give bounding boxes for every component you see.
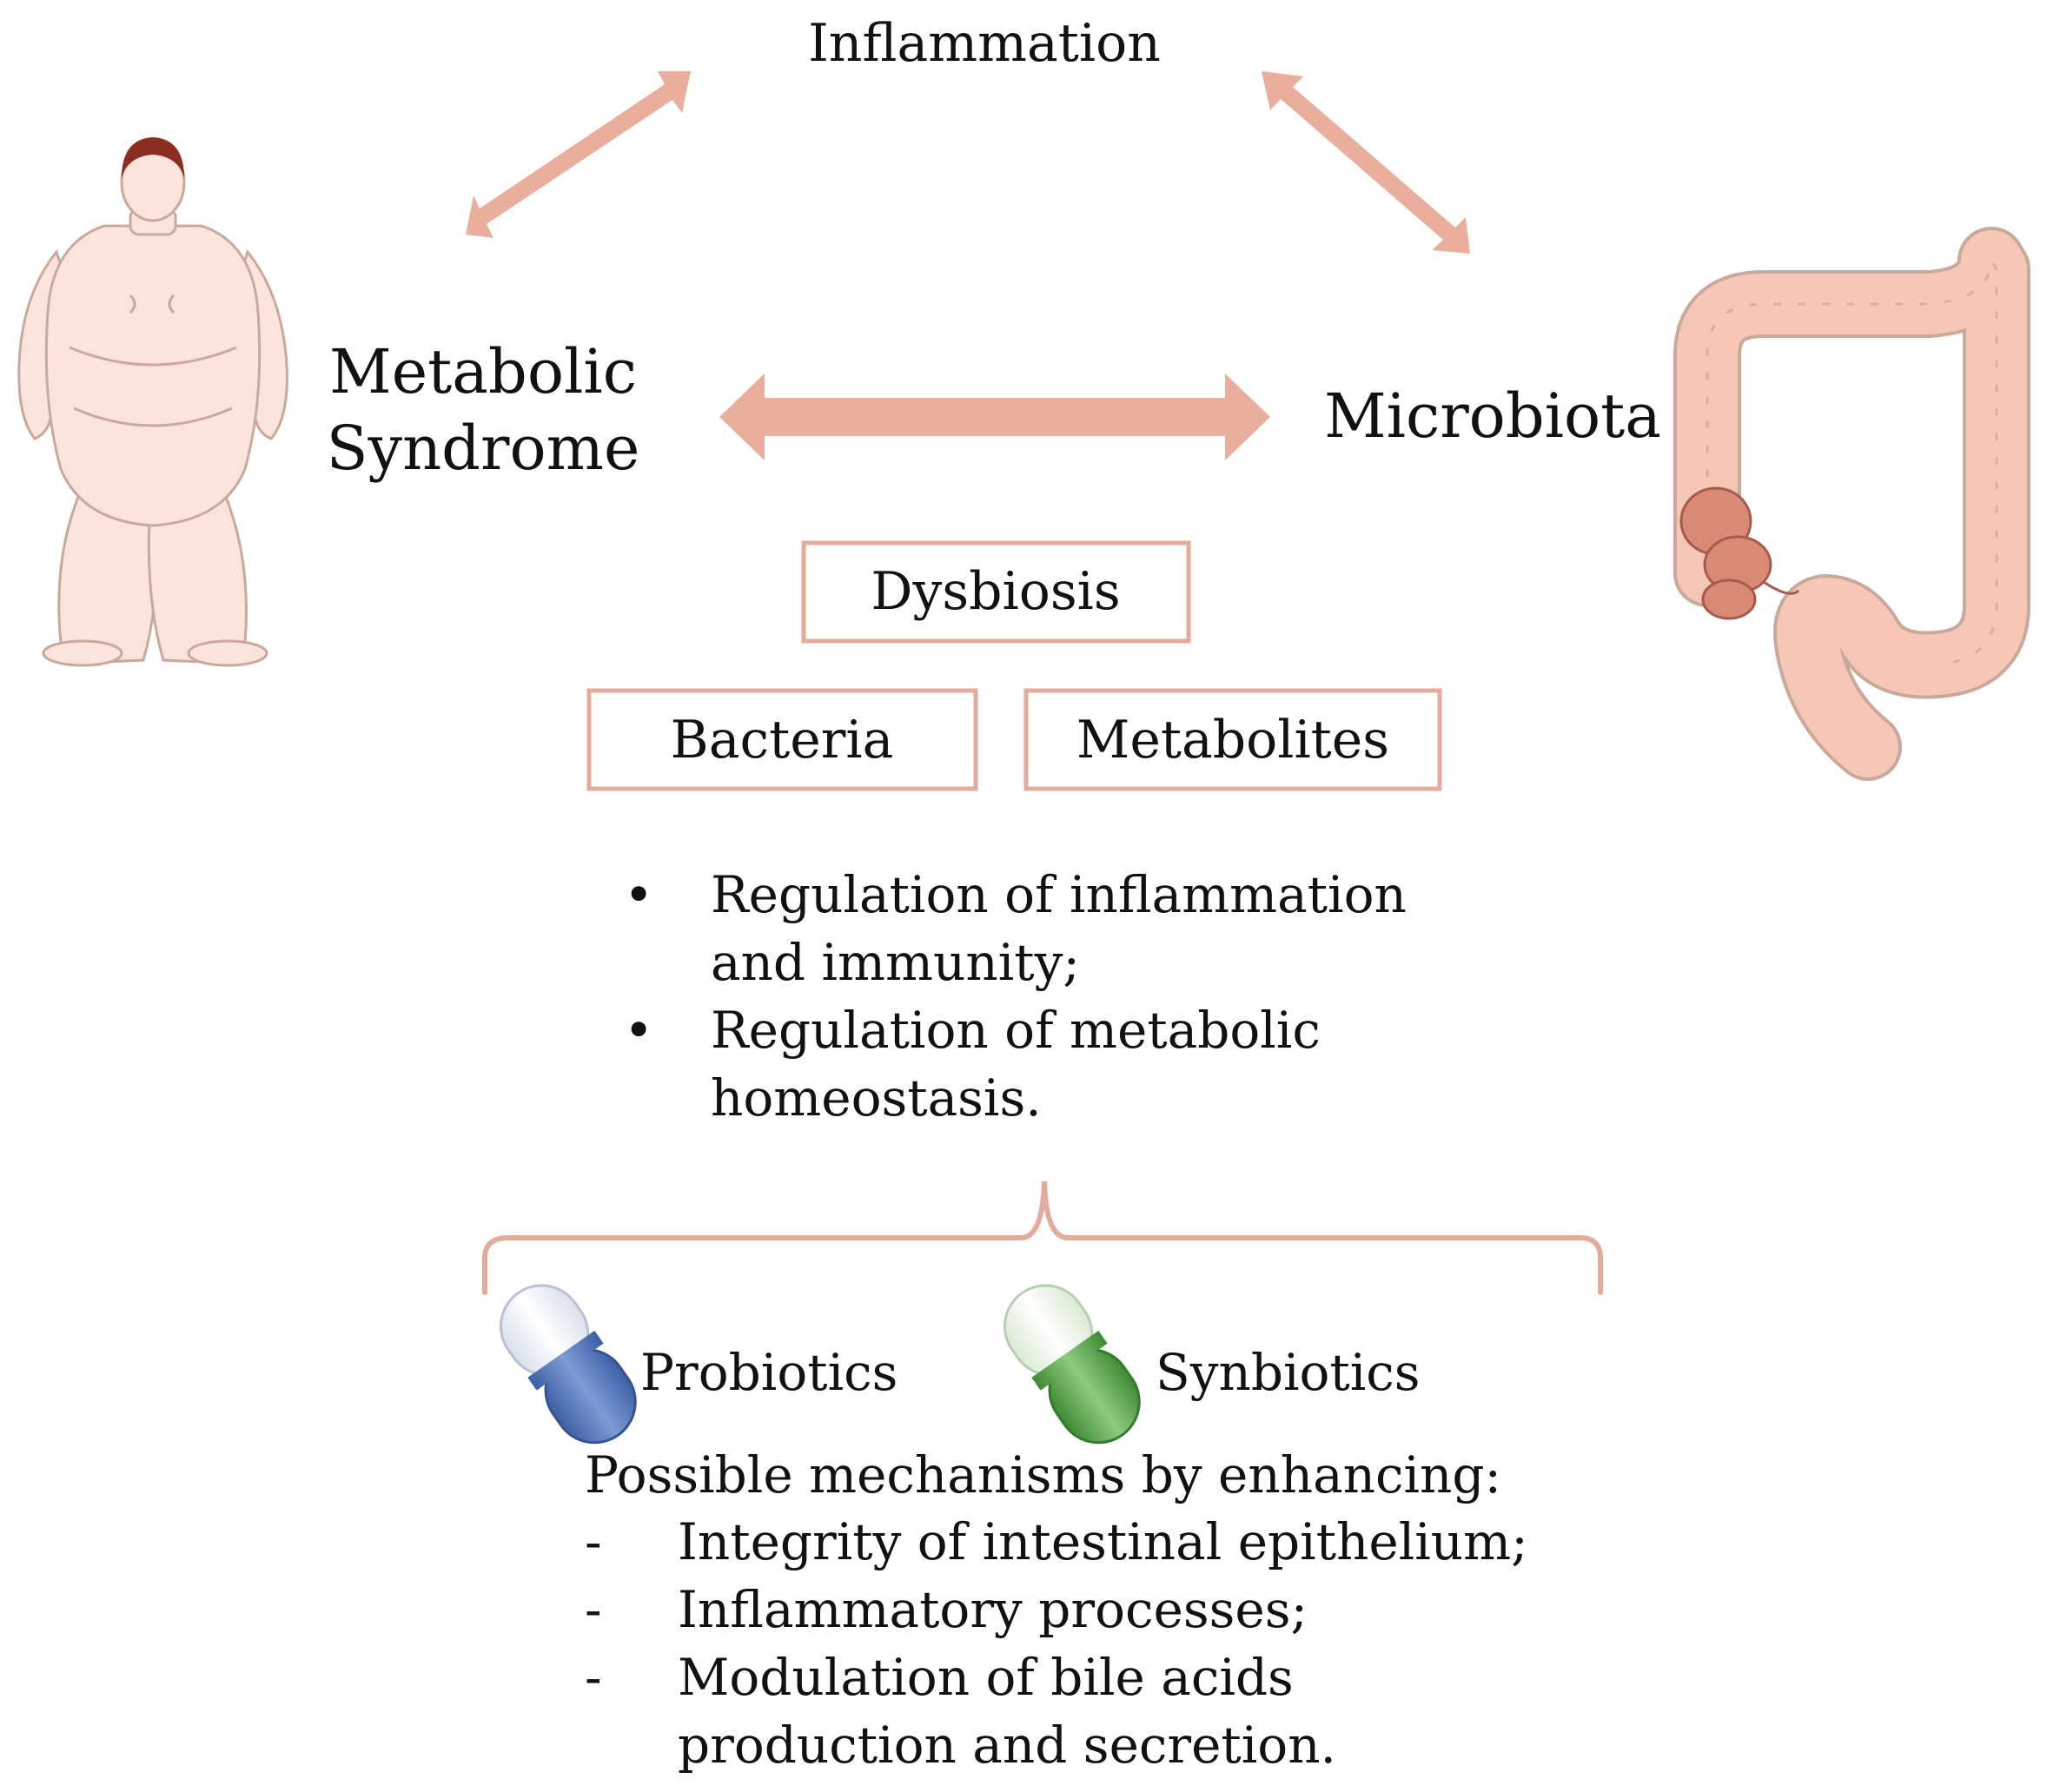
inflammation-label: Inflammation	[808, 13, 1161, 74]
regulation-bullet-1: •	[624, 865, 653, 924]
bacteria-box	[586, 688, 978, 791]
regulation-item-2-line2: homeostasis.	[711, 1068, 1042, 1127]
metabolic-syndrome-label-line2: Syndrome	[327, 413, 640, 484]
obese-person-icon	[17, 142, 288, 667]
dysbiosis-label: Dysbiosis	[871, 561, 1120, 622]
green-capsule-icon	[1003, 1284, 1141, 1445]
mechanism-dash-1: -	[585, 1512, 602, 1571]
regulation-item-1-line2: and immunity;	[711, 933, 1080, 992]
cecum-icon	[1679, 486, 1800, 620]
probiotics-label: Probiotics	[640, 1343, 898, 1402]
dysbiosis-box	[801, 540, 1191, 644]
regulation-bullet-2: •	[624, 1001, 653, 1060]
double-arrow-inflammation-microbiota	[1262, 71, 1470, 254]
grouping-brace	[482, 1180, 1603, 1295]
microbiota-label: Microbiota	[1324, 380, 1661, 452]
regulation-item-1-line1: Regulation of inflammation	[711, 865, 1407, 924]
synbiotics-label: Synbiotics	[1156, 1343, 1421, 1402]
double-arrow-metabolic-microbiota	[719, 374, 1270, 460]
regulation-item-2-line1: Regulation of metabolic	[711, 1001, 1321, 1060]
bacteria-label: Bacteria	[671, 710, 894, 770]
mechanism-item-3-line2: production and secretion.	[678, 1716, 1336, 1775]
mechanism-item-2: Inflammatory processes;	[678, 1580, 1308, 1639]
mechanism-item-1: Integrity of intestinal epithelium;	[678, 1512, 1528, 1571]
metabolites-box	[1023, 688, 1442, 791]
blue-capsule-icon	[499, 1284, 637, 1445]
mechanism-dash-3: -	[585, 1648, 602, 1707]
mechanisms-heading: Possible mechanisms by enhancing:	[585, 1445, 1501, 1504]
metabolic-syndrome-label-line1: Metabolic	[329, 336, 637, 407]
double-arrow-metabolic-inflammation	[466, 71, 691, 238]
hair-icon	[122, 137, 184, 178]
mechanism-item-3-line1: Modulation of bile acids	[678, 1648, 1294, 1707]
metabolites-label: Metabolites	[1076, 710, 1389, 770]
mechanism-dash-2: -	[585, 1580, 602, 1639]
colon-icon	[1673, 227, 2030, 781]
